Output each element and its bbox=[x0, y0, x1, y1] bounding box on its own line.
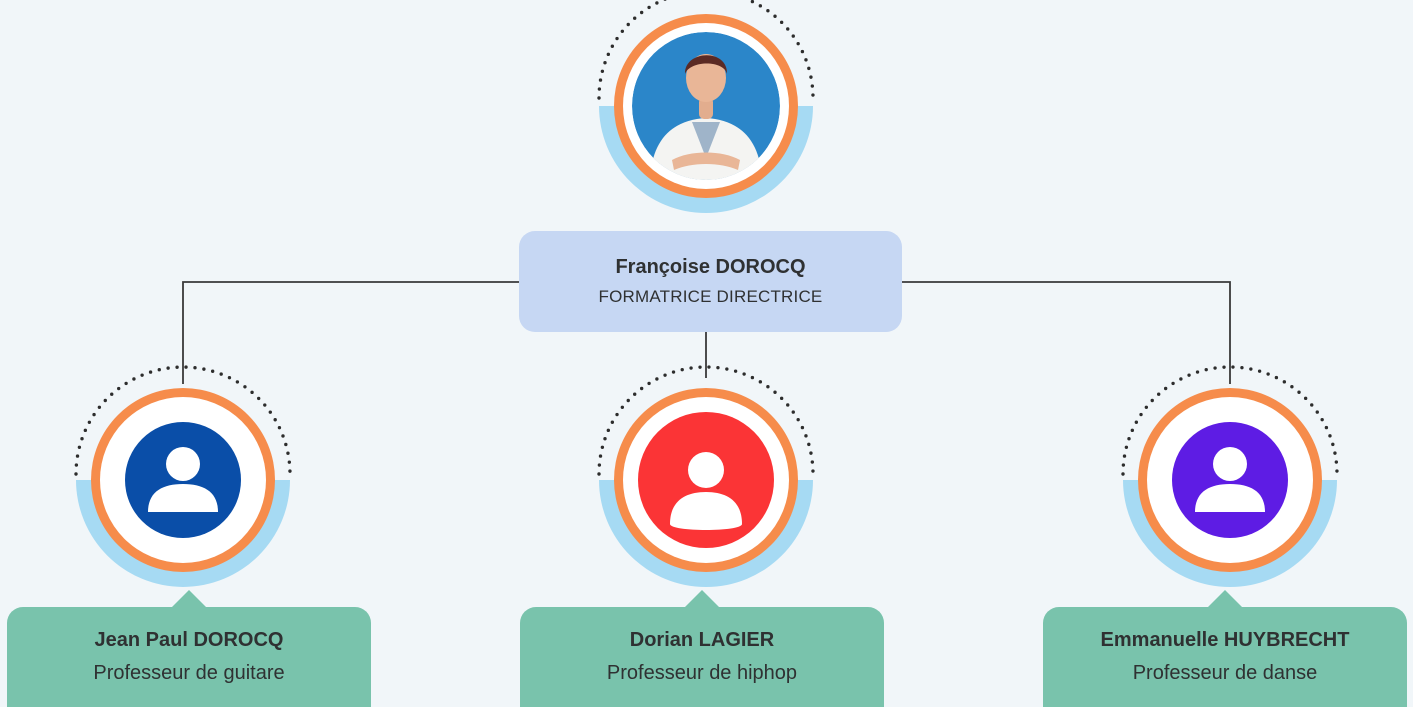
user-avatar-icon bbox=[148, 447, 218, 512]
member-label-box-emma: Emmanuelle HUYBRECHT Professeur de danse bbox=[1043, 590, 1407, 707]
user-avatar-icon bbox=[670, 452, 742, 530]
director-node bbox=[597, 0, 815, 213]
director-photo-icon bbox=[632, 32, 780, 180]
member-role: Professeur de guitare bbox=[93, 662, 285, 684]
director-role: FORMATRICE DIRECTRICE bbox=[598, 287, 823, 306]
director-label-box: Françoise DOROCQ FORMATRICE DIRECTRICE bbox=[519, 231, 902, 332]
member-node-emma bbox=[1121, 365, 1339, 587]
member-name: Emmanuelle HUYBRECHT bbox=[1100, 629, 1350, 651]
member-name: Jean Paul DOROCQ bbox=[94, 629, 284, 651]
connector-right bbox=[902, 281, 1231, 384]
connector-lines bbox=[182, 281, 1231, 384]
director-name: Françoise DOROCQ bbox=[615, 256, 806, 278]
connector-left bbox=[182, 281, 519, 384]
member-node-dorian bbox=[597, 365, 815, 587]
member-role: Professeur de danse bbox=[1132, 662, 1318, 684]
pointer-notch bbox=[171, 590, 207, 608]
member-name: Dorian LAGIER bbox=[629, 629, 775, 651]
pointer-notch bbox=[1207, 590, 1243, 608]
member-label-box-dorian: Dorian LAGIER Professeur de hiphop bbox=[520, 590, 884, 707]
pointer-notch bbox=[684, 590, 720, 608]
member-role: Professeur de hiphop bbox=[606, 662, 798, 684]
member-label-box-jean: Jean Paul DOROCQ Professeur de guitare bbox=[7, 590, 371, 707]
user-avatar-icon bbox=[1195, 447, 1265, 512]
member-node-jean bbox=[74, 365, 292, 587]
